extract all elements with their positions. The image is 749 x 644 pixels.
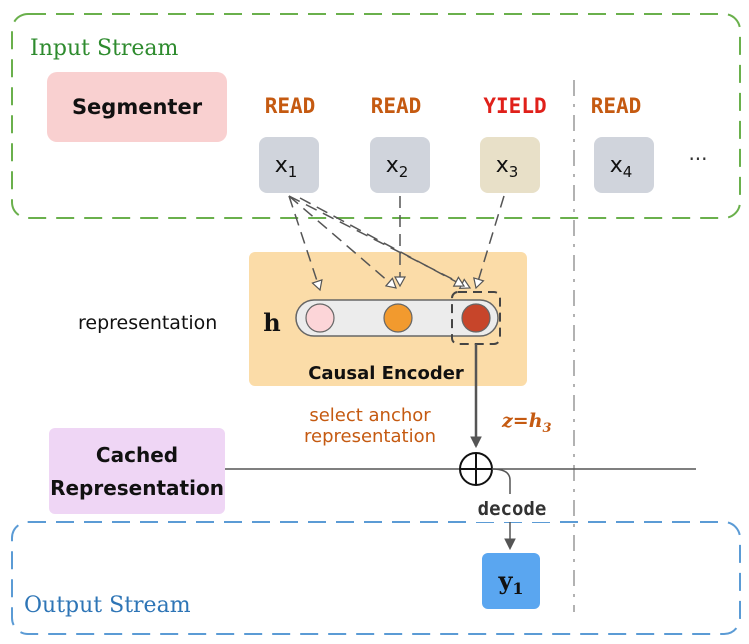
action-label-2: READ [371, 94, 422, 118]
arrow-x1-h2 [288, 195, 396, 288]
h-label: h [263, 308, 280, 337]
representation-label: representation [78, 312, 217, 334]
cached-label-line1: Cached [96, 443, 178, 467]
arrow-x1-h3 [288, 195, 470, 288]
input-stream-box [11, 13, 741, 219]
decode-label: decode [478, 498, 547, 520]
token-box-1 [259, 137, 319, 193]
token-box-2 [370, 137, 430, 193]
token-box-4 [594, 137, 654, 193]
token-1: x1 [275, 153, 298, 181]
causal-encoder-label: Causal Encoder [308, 363, 464, 384]
arrow-x2-h3 [299, 197, 464, 286]
output-stream-box [11, 521, 741, 635]
output-token-box [482, 553, 540, 609]
action-label-3: YIELD [483, 94, 546, 118]
action-label-4: READ [591, 94, 642, 118]
output-token: y1 [497, 566, 523, 598]
anchor-note-line1: select anchor [309, 405, 431, 426]
token-4: x4 [610, 153, 633, 181]
arrow-x1-h1 [288, 195, 320, 290]
rep-circle-2 [383, 303, 413, 333]
ellipsis: ··· [688, 147, 707, 171]
z-label: z=h3 [501, 410, 552, 436]
output-stream-label: Output Stream [24, 593, 191, 618]
token-box-3 [480, 137, 540, 193]
arrow-x3-h3 [476, 195, 505, 288]
cached-label-line2: Representation [50, 476, 224, 500]
segmenter-box [47, 72, 227, 142]
decode-label-bg [474, 494, 550, 522]
input-stream-label: Input Stream [30, 36, 179, 61]
segmenter-label: Segmenter [72, 95, 203, 119]
token-3: x3 [496, 153, 519, 181]
rep-circle-1 [305, 303, 335, 333]
rep-circle-3 [461, 303, 491, 333]
decode-arrow [491, 468, 510, 548]
action-label-1: READ [265, 94, 316, 118]
anchor-note-line2: representation [304, 426, 436, 447]
token-2: x2 [386, 153, 409, 181]
cached-representation-box [49, 428, 225, 514]
